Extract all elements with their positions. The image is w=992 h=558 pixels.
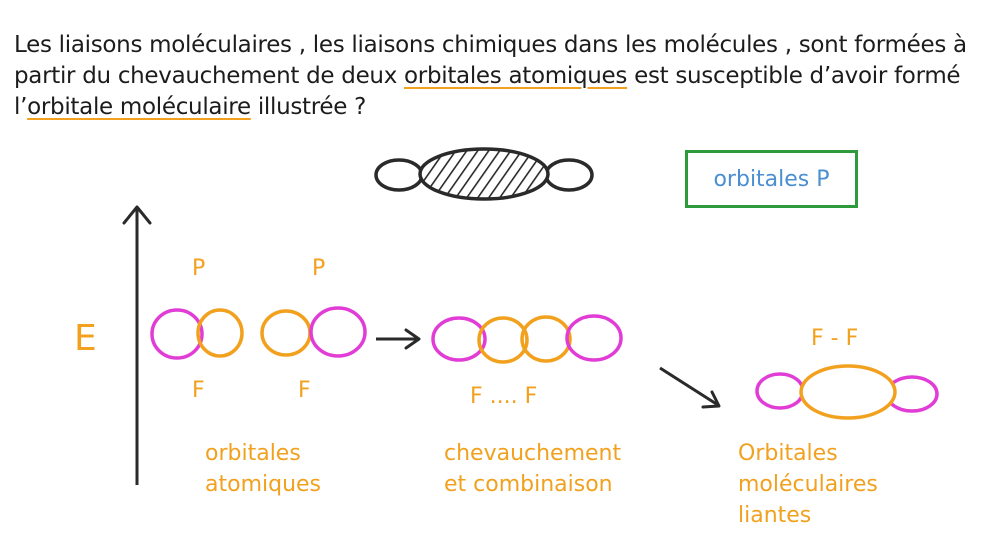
caption-line: Orbitales — [738, 441, 838, 466]
central-lobe-hatched — [418, 147, 550, 201]
label-f-dash-f: F - F — [811, 326, 859, 351]
lobe-magenta — [150, 308, 204, 360]
arrow-right — [376, 328, 421, 350]
overlapping-orbitals — [431, 314, 623, 364]
caption-bonding-orbitals: Orbitales moléculaires liantes — [738, 438, 878, 531]
lobe-orange-left — [477, 316, 529, 364]
lobe-magenta-left — [431, 316, 487, 362]
highlight-molecular-orbital: orbitale moléculaire — [27, 94, 251, 120]
caption-line: moléculaires — [738, 472, 878, 497]
energy-axis — [122, 205, 152, 485]
label-f-left: F — [192, 378, 205, 403]
atomic-orbital-left — [150, 308, 244, 360]
caption-line: atomiques — [205, 472, 322, 497]
lobe-orange — [260, 309, 312, 357]
lobe-magenta-left — [755, 372, 805, 410]
answer-text: orbitales P — [713, 166, 830, 192]
caption-line: chevauchement — [444, 441, 622, 466]
bonding-molecular-orbital — [755, 364, 939, 420]
caption-overlap: chevauchement et combinaison — [444, 438, 621, 500]
question-part-2: est susceptible d’avoir formé l’ — [14, 63, 961, 120]
label-p-right: P — [312, 256, 326, 281]
question-text: Les liaisons moléculaires , les liaisons… — [14, 30, 974, 123]
lobe-magenta-right — [565, 314, 623, 362]
label-f-dots-f: F .... F — [470, 384, 538, 409]
arrow-diagonal — [659, 366, 721, 409]
question-part-3: illustrée ? — [250, 94, 367, 120]
answer-box: orbitales P — [685, 150, 858, 208]
lobe-orange — [196, 308, 244, 358]
caption-atomic-orbitals: orbitales atomiques — [205, 438, 321, 500]
question-part-1: Les liaisons moléculaires , les liaisons… — [14, 32, 967, 89]
central-lobe-orange — [799, 364, 897, 420]
highlight-atomic-orbitals: orbitales atomiques — [404, 63, 628, 89]
right-lobe-small — [544, 158, 594, 192]
caption-line: orbitales — [205, 441, 301, 466]
illustrated-molecular-orbital — [374, 147, 594, 201]
atomic-orbital-right — [260, 306, 367, 358]
energy-axis-label: E — [74, 318, 97, 359]
lobe-magenta — [309, 306, 367, 358]
caption-line: et combinaison — [444, 472, 613, 497]
caption-line: liantes — [738, 503, 812, 528]
label-f-right: F — [298, 378, 311, 403]
label-p-left: P — [192, 256, 206, 281]
left-lobe-small — [374, 158, 424, 192]
lobe-orange-right — [520, 315, 572, 363]
